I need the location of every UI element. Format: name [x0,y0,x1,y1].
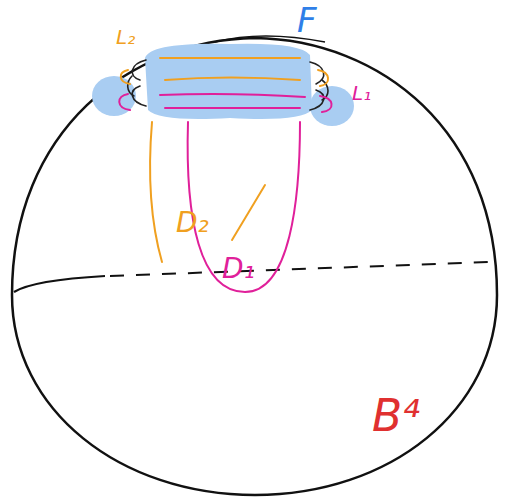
disk-label: D₁ [222,254,255,285]
surface-lobe [92,76,136,116]
link-strand [160,94,305,97]
disk-d1 [188,122,300,292]
link-strand [160,57,300,59]
band-edges [128,60,328,110]
surface-label: F [297,2,317,39]
ball-outline [12,38,497,495]
link-strand [318,70,328,86]
surface-band [145,44,312,119]
equator-back [110,262,490,276]
ball-label: B⁴ [372,392,420,440]
link-l2 [121,58,328,262]
link-label: L₂ [116,26,135,48]
band-edge [132,60,146,80]
link-label: L₁ [352,82,371,104]
equator-front [14,276,105,292]
link-l1 [119,94,331,292]
disk-d2 [232,185,265,240]
link-strand [121,70,130,84]
link-strand [320,96,332,112]
disk-d2 [150,122,162,262]
surface-lobe [310,86,354,126]
link-strand [119,94,130,110]
link-strand [165,107,300,109]
disk-label: D₂ [176,208,209,239]
link-strand [165,78,300,81]
band-edge [128,76,134,96]
